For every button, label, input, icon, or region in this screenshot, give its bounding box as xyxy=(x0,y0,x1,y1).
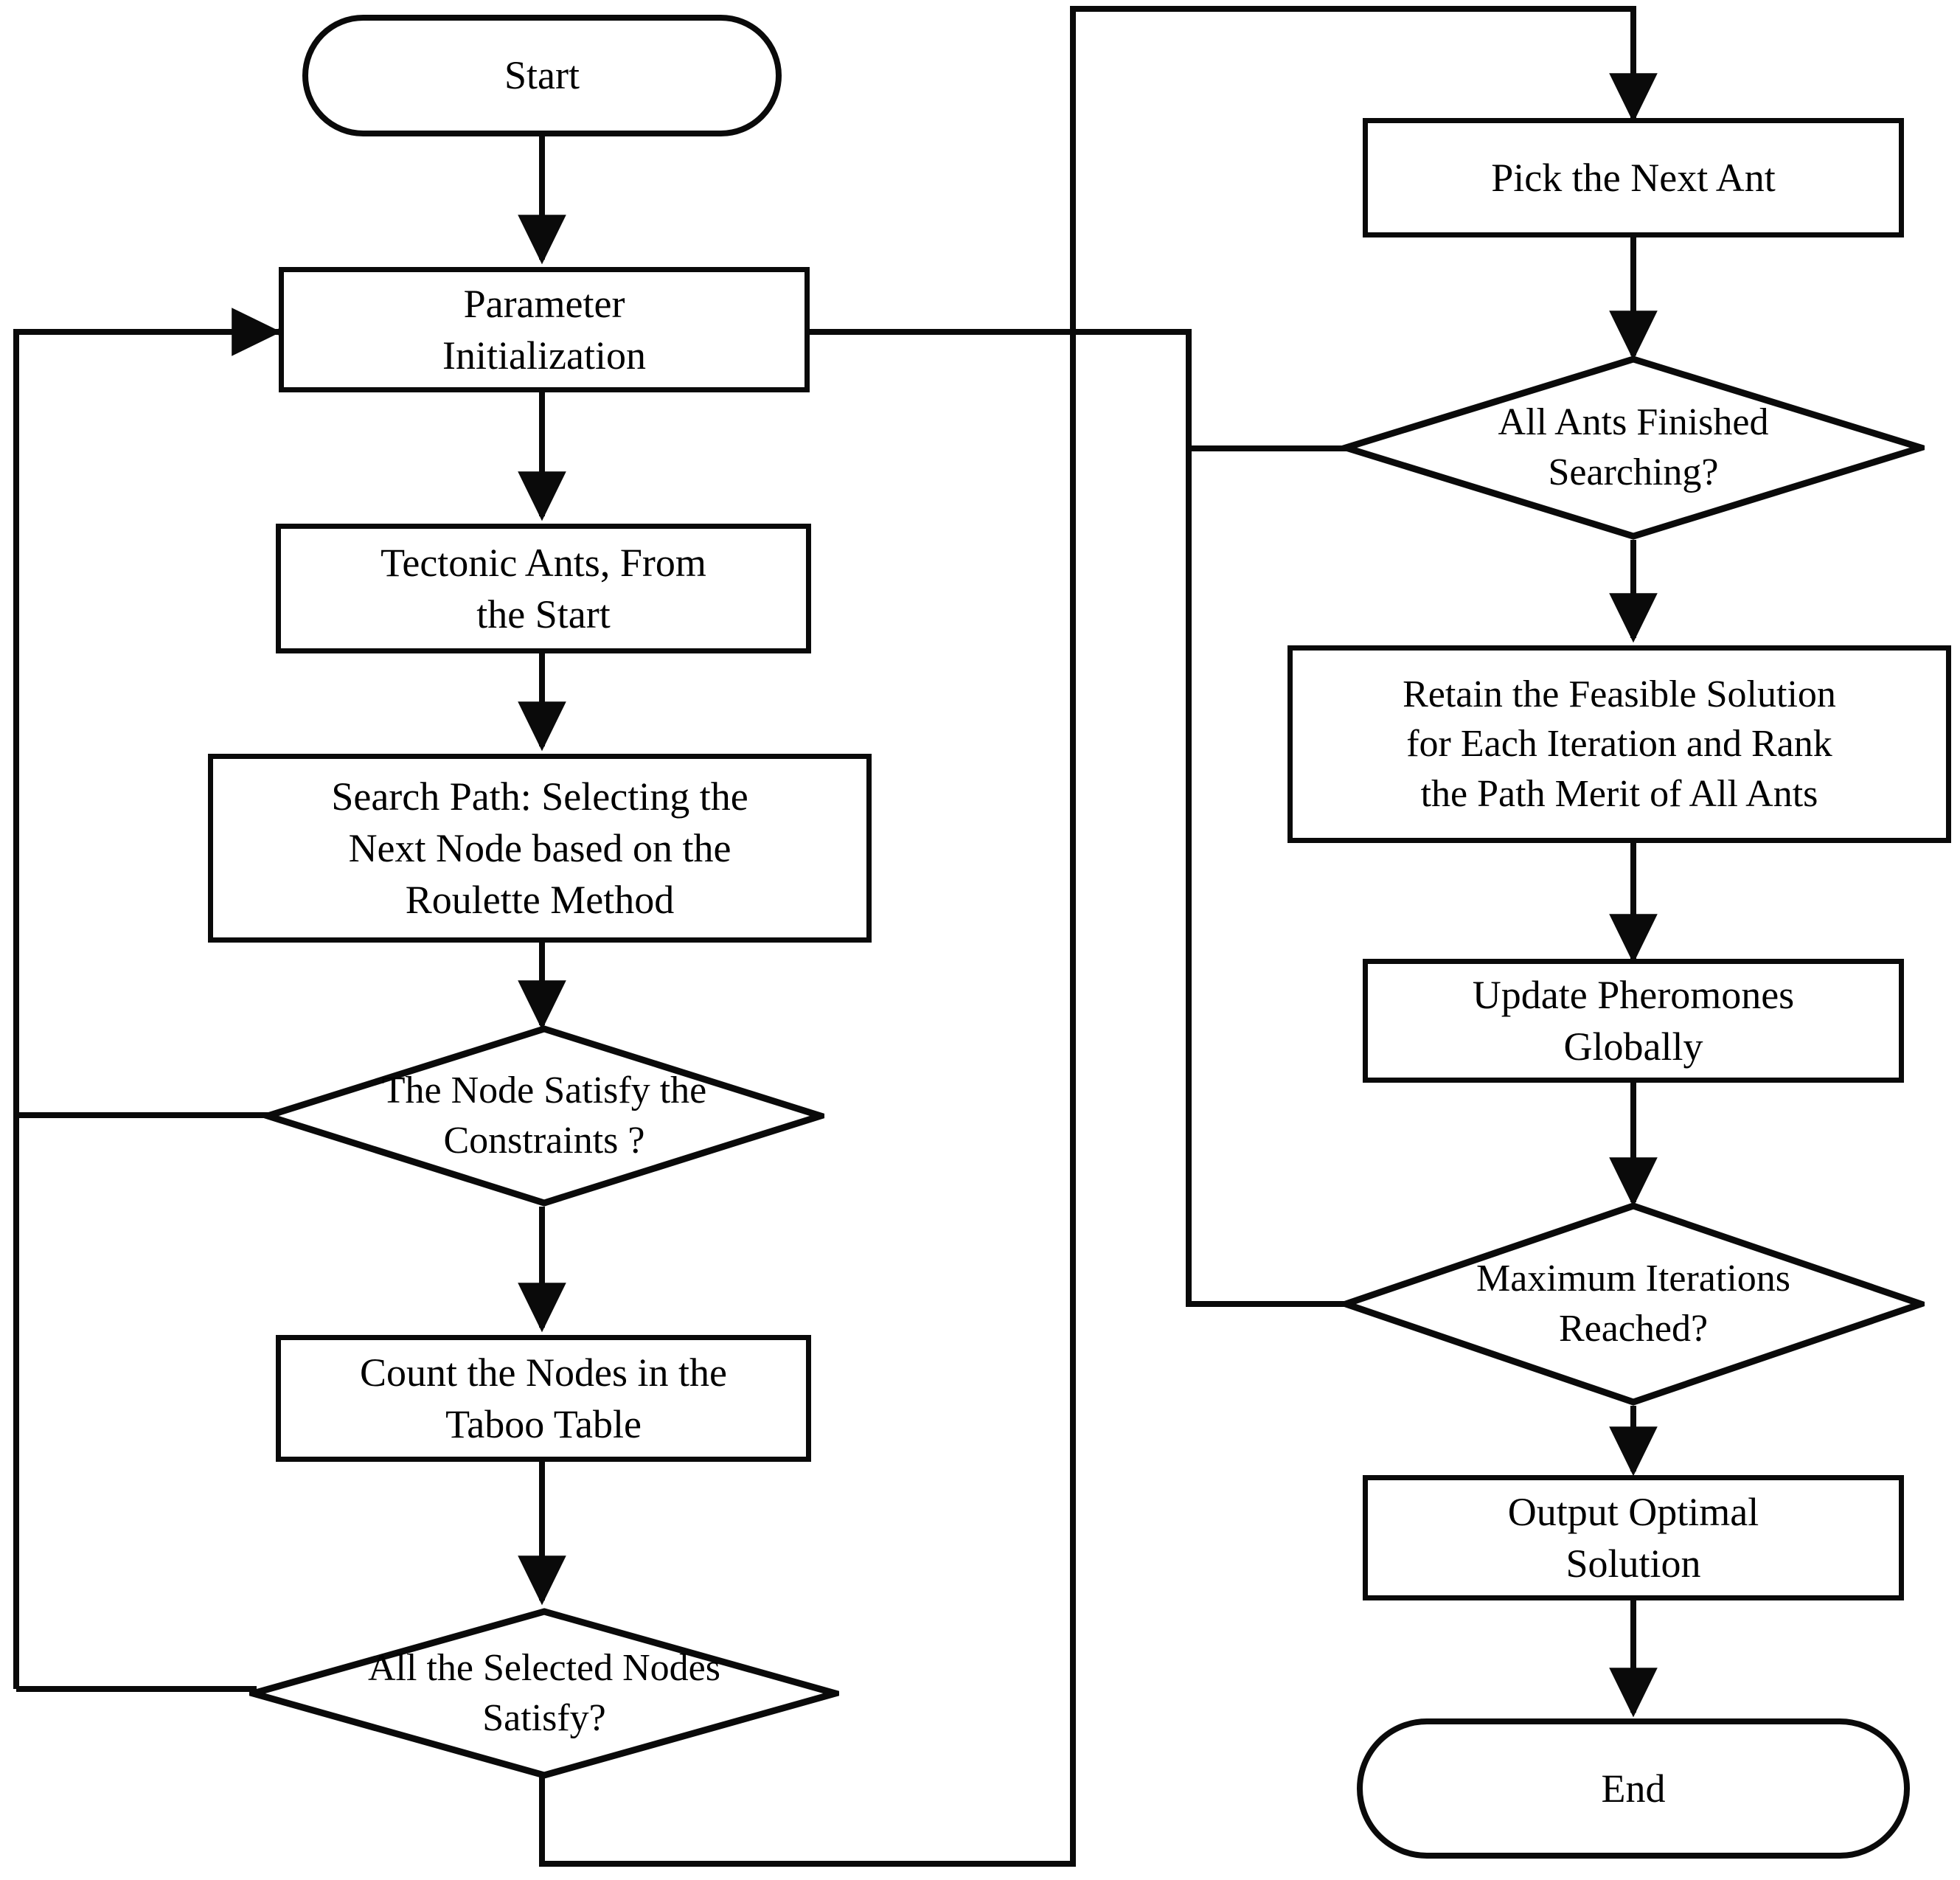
node-parameter-initialization[interactable]: Parameter Initialization xyxy=(279,267,810,392)
node-start[interactable]: Start xyxy=(302,15,782,136)
node-all-ants-finished-searching[interactable]: All Ants Finished Searching? xyxy=(1342,355,1925,540)
node-end-label: End xyxy=(1601,1766,1666,1811)
node-search-path-label: Search Path: Selecting the Next Node bas… xyxy=(331,774,748,923)
node-all-selected-nodes-satisfy-label: All the Selected Nodes Satisfy? xyxy=(368,1647,720,1739)
node-end[interactable]: End xyxy=(1357,1718,1910,1859)
node-retain-feasible-solution[interactable]: Retain the Feasible Solution for Each It… xyxy=(1287,645,1951,843)
node-the-node-satisfy-constraints-label: The Node Satisfy the Constraints ? xyxy=(381,1069,707,1162)
node-search-path[interactable]: Search Path: Selecting the Next Node bas… xyxy=(208,754,872,943)
node-maximum-iterations-reached[interactable]: Maximum Iterations Reached? xyxy=(1342,1202,1925,1406)
node-all-ants-finished-searching-label: All Ants Finished Searching? xyxy=(1498,401,1769,493)
node-all-selected-nodes-satisfy[interactable]: All the Selected Nodes Satisfy? xyxy=(249,1608,839,1779)
node-count-nodes-taboo-table[interactable]: Count the Nodes in the Taboo Table xyxy=(276,1335,811,1462)
node-count-nodes-taboo-table-label: Count the Nodes in the Taboo Table xyxy=(360,1350,727,1446)
node-tectonic-ants[interactable]: Tectonic Ants, From the Start xyxy=(276,524,811,653)
node-tectonic-ants-label: Tectonic Ants, From the Start xyxy=(380,540,706,637)
node-update-pheromones-globally-label: Update Pheromones Globally xyxy=(1472,972,1795,1069)
node-parameter-initialization-label: Parameter Initialization xyxy=(442,281,646,378)
node-output-optimal-solution-label: Output Optimal Solution xyxy=(1507,1489,1759,1586)
node-update-pheromones-globally[interactable]: Update Pheromones Globally xyxy=(1363,959,1904,1083)
node-output-optimal-solution[interactable]: Output Optimal Solution xyxy=(1363,1475,1904,1600)
node-pick-next-ant[interactable]: Pick the Next Ant xyxy=(1363,118,1904,237)
node-retain-feasible-solution-label: Retain the Feasible Solution for Each It… xyxy=(1403,673,1836,815)
node-start-label: Start xyxy=(504,53,580,98)
node-the-node-satisfy-constraints[interactable]: The Node Satisfy the Constraints ? xyxy=(264,1025,824,1207)
left-return-rail xyxy=(13,308,282,1689)
node-pick-next-ant-label: Pick the Next Ant xyxy=(1491,155,1776,200)
node-maximum-iterations-reached-label: Maximum Iterations Reached? xyxy=(1476,1258,1791,1350)
